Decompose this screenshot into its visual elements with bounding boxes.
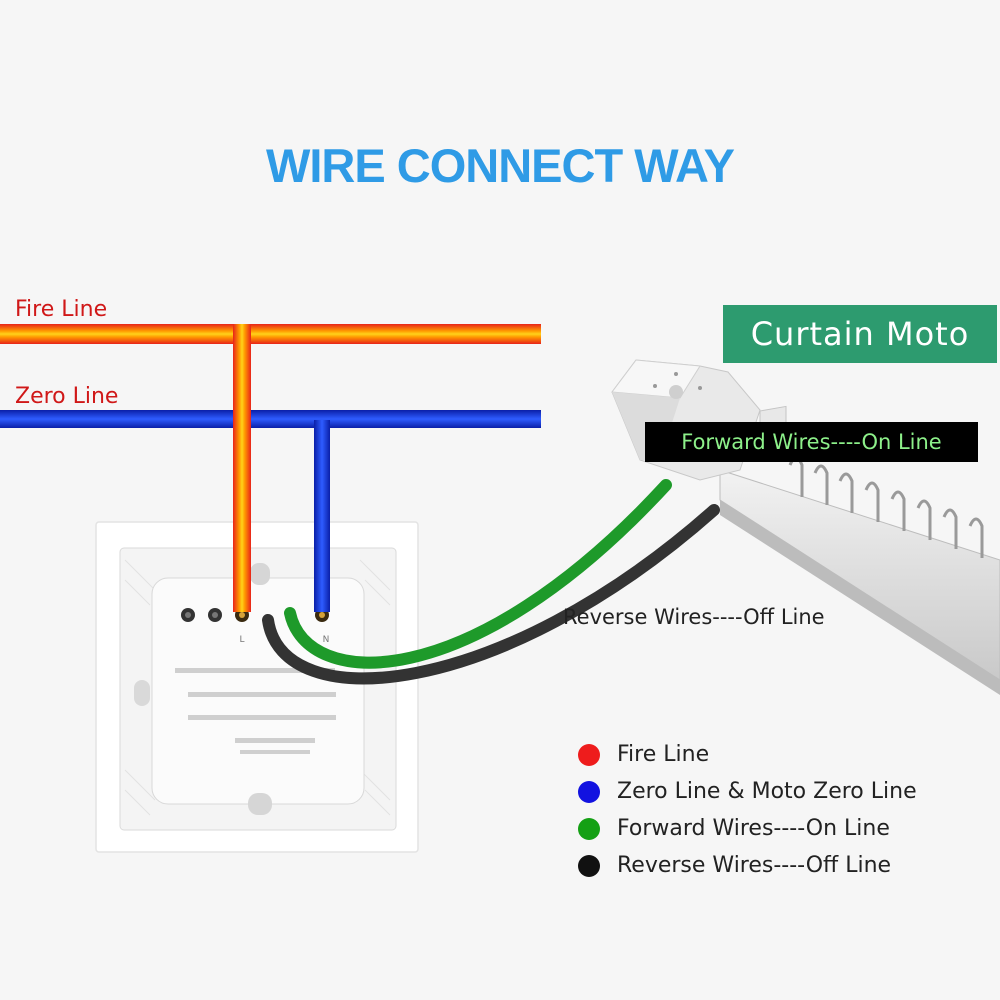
legend-item: Reverse Wires----Off Line <box>578 847 917 884</box>
black-dot-icon <box>578 854 600 877</box>
legend-item: Fire Line <box>578 736 917 773</box>
terminal-n-label: N <box>323 635 330 645</box>
green-dot-icon <box>578 817 600 840</box>
fire-line-wire <box>0 324 541 344</box>
zero-line-label: Zero Line <box>15 384 119 409</box>
switch-plate <box>95 521 419 853</box>
fire-drop-wire <box>233 344 251 612</box>
curtain-moto-label: Curtain Moto <box>723 305 997 363</box>
legend-item: Forward Wires----On Line <box>578 810 917 847</box>
terminal-l-label: L <box>239 635 244 645</box>
legend-item: Zero Line & Moto Zero Line <box>578 773 917 810</box>
diagram-title: WIRE CONNECT WAY <box>266 139 735 192</box>
forward-wire <box>284 479 672 669</box>
zero-drop-wire <box>314 420 330 612</box>
blue-dot-icon <box>578 780 600 803</box>
terminal-blocks <box>181 608 329 622</box>
legend-label: Zero Line & Moto Zero Line <box>617 779 917 804</box>
zero-line-wire <box>0 410 541 428</box>
reverse-wires-label: Reverse Wires----Off Line <box>563 605 825 629</box>
legend: Fire Line Zero Line & Moto Zero Line For… <box>578 736 917 884</box>
legend-label: Fire Line <box>617 742 710 767</box>
legend-label: Reverse Wires----Off Line <box>617 853 892 878</box>
legend-label: Forward Wires----On Line <box>617 816 890 841</box>
red-dot-icon <box>578 743 600 766</box>
forward-wires-label: Forward Wires----On Line <box>645 422 978 462</box>
reverse-wire <box>262 504 720 685</box>
curtain-motor-rail <box>611 359 1000 695</box>
fire-line-label: Fire Line <box>15 297 108 322</box>
